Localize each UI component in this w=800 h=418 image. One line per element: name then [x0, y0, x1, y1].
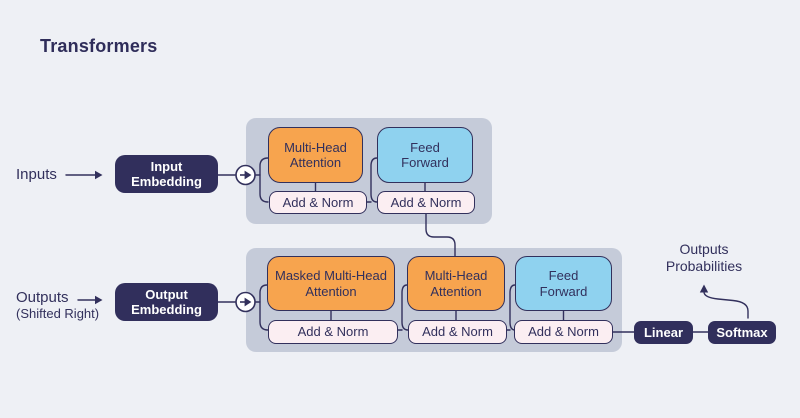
decoder-masked-multi-head-attention-node: Masked Multi-Head Attention: [267, 256, 395, 311]
output-embedding-node: Output Embedding: [115, 283, 218, 321]
decoder-add-norm-3-node: Add & Norm: [514, 320, 613, 344]
encoder-feed-forward-node: Feed Forward: [377, 127, 473, 183]
decoder-add-norm-2-node: Add & Norm: [408, 320, 507, 344]
linear-node: Linear: [634, 321, 693, 344]
encoder-ff-label-line1: Feed: [410, 139, 440, 155]
encoder-add-norm-1-node: Add & Norm: [269, 191, 367, 214]
outputs-probabilities-line1: Outputs: [679, 241, 729, 257]
inputs-label: Inputs: [16, 166, 57, 183]
outputs-label: Outputs: [16, 289, 69, 306]
page-title: Transformers: [40, 36, 158, 56]
decoder-mmha-label-line2: Attention: [305, 283, 357, 299]
outputs-shifted-right-note: (Shifted Right): [16, 306, 100, 321]
encoder-ff-label-line2: Forward: [401, 155, 449, 170]
outputs-probabilities-label: Outputs Probabilities: [645, 241, 763, 275]
encoder-add-norm-2-node: Add & Norm: [377, 191, 475, 214]
decoder-mha-label-line1: Multi-Head: [424, 268, 488, 283]
decoder-ff-label-line2: Forward: [539, 283, 588, 299]
encoder-mha-label-line2: Attention: [289, 155, 342, 170]
output-embedding-label-line1: Output: [145, 287, 188, 302]
input-embedding-label-line2: Embedding: [131, 174, 202, 189]
encoder-multi-head-attention-node: Multi-Head Attention: [268, 127, 363, 183]
output-embedding-label-line2: Embedding: [131, 302, 202, 317]
softmax-node: Softmax: [708, 321, 776, 344]
inputs-arrowhead: [95, 170, 103, 180]
outputs-arrowhead: [95, 295, 103, 305]
decoder-ff-label-line1: Feed: [548, 268, 579, 283]
input-embedding-node: Input Embedding: [115, 155, 218, 193]
input-embedding-label-line1: Input: [150, 159, 183, 174]
decoder-mha-label-line2: Attention: [430, 283, 482, 299]
decoder-feed-forward-node: Feed Forward: [515, 256, 612, 311]
outputs-probabilities-line2: Probabilities: [665, 258, 743, 274]
decoder-add-norm-1-node: Add & Norm: [268, 320, 398, 344]
probabilities-arrowhead: [699, 284, 709, 293]
encoder-mha-label-line1: Multi-Head: [284, 139, 347, 155]
softmax-to-probabilities-curve: [703, 290, 749, 319]
decoder-mmha-label-line1: Masked Multi-Head: [275, 268, 387, 283]
decoder-multi-head-attention-node: Multi-Head Attention: [407, 256, 505, 311]
